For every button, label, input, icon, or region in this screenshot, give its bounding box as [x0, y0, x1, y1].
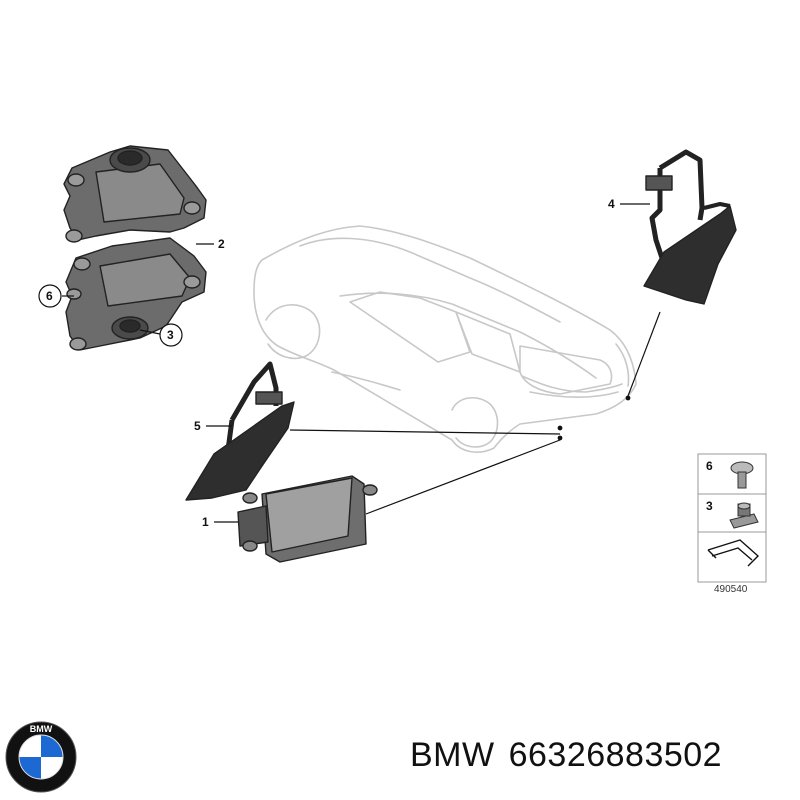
right-sensor-bracket	[643, 149, 737, 305]
legend-item-3: 3	[706, 499, 713, 513]
part-number: 66326883502	[508, 736, 723, 774]
callout-1: 1	[202, 515, 209, 529]
callout-3-circle	[159, 323, 183, 347]
diagram-reference: 490540	[714, 584, 748, 595]
leader-lines	[62, 203, 661, 523]
bmw-logo: BMW	[5, 721, 77, 793]
callout-5: 5	[194, 419, 201, 433]
brand-name: BMW	[410, 736, 495, 774]
legend-item-6: 6	[706, 459, 713, 473]
bracket-assembly	[63, 145, 207, 351]
screw-icon	[730, 461, 754, 489]
part-caption: BMW 66326883502	[410, 736, 795, 775]
nut-clip-icon	[729, 502, 759, 529]
bmw-logo-lettering: BMW	[30, 724, 53, 734]
left-sensor-bracket	[185, 361, 295, 501]
car-outline	[253, 225, 637, 453]
callout-6: 6	[46, 289, 53, 303]
callout-3: 3	[167, 328, 174, 342]
fastener-legend: 6 3 490540	[697, 453, 767, 595]
leader-dots	[557, 395, 631, 441]
callout-4: 4	[608, 197, 615, 211]
callout-2: 2	[218, 237, 225, 251]
orientation-arrow-icon	[707, 539, 760, 567]
callout-6-circle	[38, 284, 62, 308]
radar-sensor-module	[237, 475, 378, 563]
